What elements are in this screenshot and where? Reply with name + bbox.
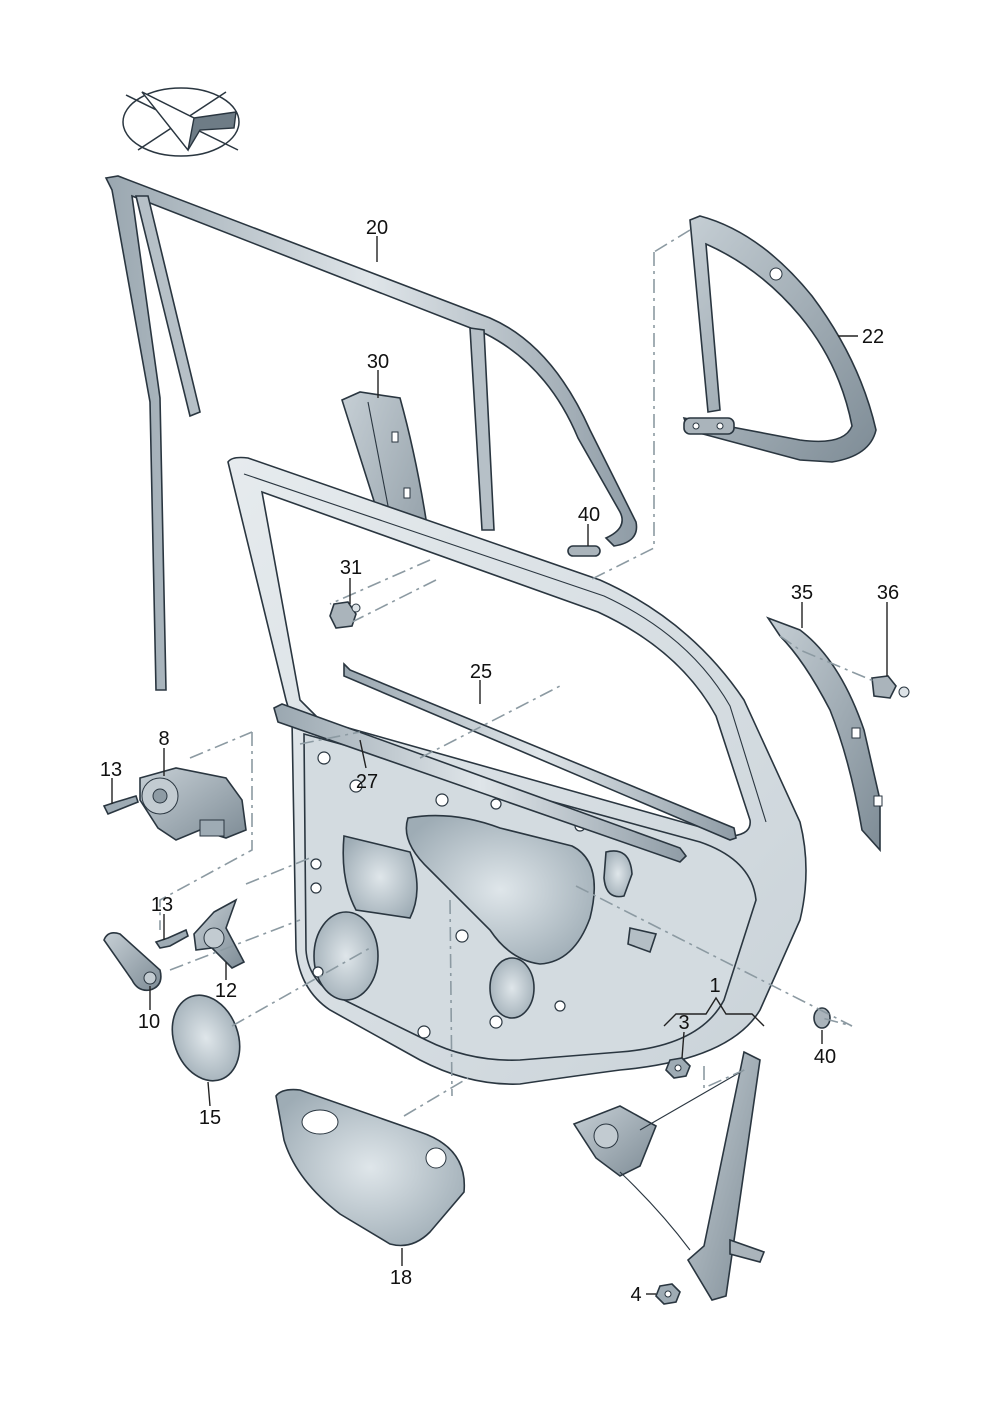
orientation-arrow-icon (122, 87, 240, 157)
label-part-36: 36 (877, 582, 899, 604)
assembly-lines (159, 229, 877, 1117)
part-20-window-seal (104, 175, 638, 691)
label-part-8: 8 (158, 728, 169, 750)
part-36-clip (871, 675, 910, 699)
part-8-window-motor (139, 767, 247, 841)
part-10-window-crank-handle (103, 932, 162, 992)
label-part-35: 35 (791, 582, 813, 604)
label-part-12: 12 (215, 980, 237, 1002)
label-part-4: 4 (630, 1284, 641, 1306)
part-13-screw-upper (102, 795, 139, 816)
part-1-window-regulator (572, 1050, 766, 1301)
label-part-10: 10 (138, 1011, 160, 1033)
label-part-18: 18 (390, 1267, 412, 1289)
part-22-quarter-window-frame (682, 215, 877, 463)
label-part-30: 30 (367, 351, 389, 373)
part-31-clip (329, 601, 361, 629)
part-number-labels: 20 30 22 40 31 25 27 35 36 8 13 13 12 10… (100, 217, 899, 1306)
part-18-inner-cover-panel (275, 1088, 466, 1247)
label-part-13-lower: 13 (151, 894, 173, 916)
label-part-31: 31 (340, 557, 362, 579)
door-shell (227, 456, 807, 1085)
label-part-20: 20 (366, 217, 388, 239)
part-35-door-edge-trim (765, 616, 883, 853)
part-27-inner-seal-strip (273, 703, 688, 863)
label-part-1: 1 (709, 975, 720, 997)
label-part-15: 15 (199, 1107, 221, 1129)
label-part-13-upper: 13 (100, 759, 122, 781)
part-40-plug-strip (567, 545, 601, 557)
part-12-crank-mechanism (193, 898, 246, 969)
label-part-25: 25 (470, 661, 492, 683)
label-part-22: 22 (862, 326, 884, 348)
leader-lines (111, 236, 888, 1295)
part-13-screw-lower (154, 928, 189, 949)
part-4-nut (655, 1283, 681, 1305)
label-part-40-lower: 40 (814, 1046, 836, 1068)
label-part-3: 3 (678, 1012, 689, 1034)
part-25-window-seal-strip (343, 662, 737, 841)
label-part-27: 27 (356, 771, 378, 793)
part-3-nut (665, 1057, 691, 1079)
label-part-40-upper: 40 (578, 504, 600, 526)
part-15-round-cover (171, 994, 241, 1082)
